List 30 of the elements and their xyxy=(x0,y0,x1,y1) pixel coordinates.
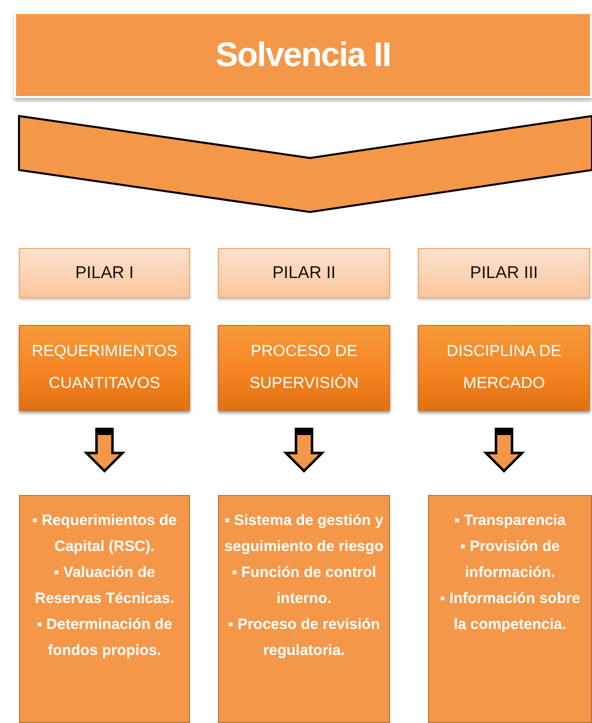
box-text: DISCIPLINA DE MERCADO xyxy=(446,342,562,394)
box-text: PILAR I xyxy=(75,263,134,283)
bullet-item: ▪ Transparencia xyxy=(454,511,566,531)
box-text: PILAR III xyxy=(470,263,538,283)
bullet-item: ▪ Proceso de revisión regulatoria. xyxy=(226,615,382,661)
bullet-item: ▪ Sistema de gestión y seguimiento de riesgo xyxy=(223,511,385,557)
box-text: PILAR II xyxy=(272,263,336,283)
pillar-label-box xyxy=(19,248,190,298)
bullet-list-box xyxy=(218,495,390,723)
block-arrow xyxy=(282,428,326,473)
bullet-item: ▪ Provisión de información. xyxy=(459,537,561,583)
bullet-list-box xyxy=(428,495,592,723)
chevron-shape xyxy=(18,114,592,214)
bullet-item: ▪ Determinación de fondos propios. xyxy=(36,615,174,661)
title-banner xyxy=(14,12,592,98)
bullet-item: ▪ Requerimientos de Capital (RSC). xyxy=(31,511,178,557)
box-text: REQUERIMIENTOS CUANTITAVOS xyxy=(30,342,178,394)
box-text: PROCESO DE SUPERVISIÓN xyxy=(248,342,360,394)
pillar-heading-box xyxy=(418,325,590,411)
pillar-heading-box xyxy=(218,325,390,411)
pillar-label-box xyxy=(418,248,590,298)
block-arrow xyxy=(83,428,126,473)
box-text: Solvencia II xyxy=(215,36,391,74)
bullet-item: ▪ Valuación de Reservas Técnicas. xyxy=(34,563,176,609)
bullet-item: ▪ Función de control interno. xyxy=(230,563,378,609)
pillar-label-box xyxy=(218,248,390,298)
block-arrow xyxy=(482,428,526,473)
bullet-list-box xyxy=(19,495,190,723)
bullet-item: ▪ Información sobre la competencia. xyxy=(438,589,582,635)
pillar-heading-box xyxy=(19,325,190,411)
